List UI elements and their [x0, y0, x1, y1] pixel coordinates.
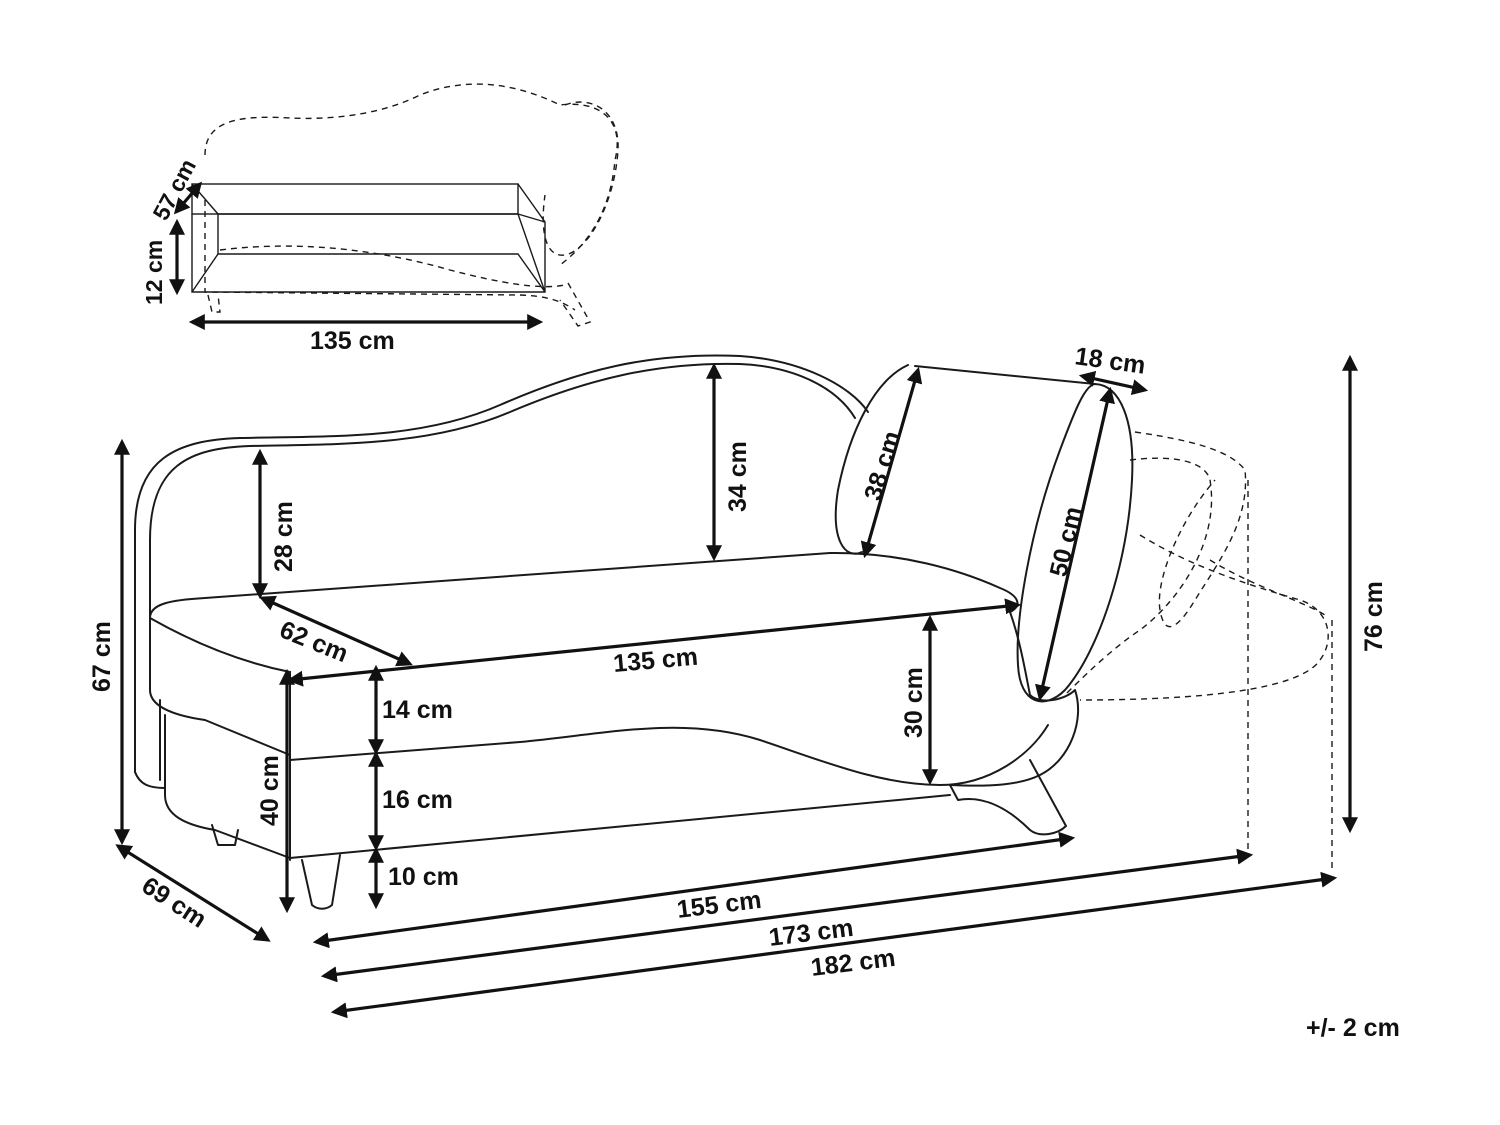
seat-body-wave: [289, 724, 1049, 786]
height-67-label: 67 cm: [88, 621, 116, 692]
backrest-high-label: 34 cm: [724, 441, 752, 512]
pillow-thickness-arrow: [1078, 370, 1149, 396]
storage-ghost-backrest: [204, 83, 618, 266]
seat-total-height-label: 40 cm: [256, 755, 284, 826]
storage-ghost-base: [204, 200, 576, 311]
pillow-thickness-label: 18 cm: [1073, 342, 1147, 380]
pillow-width-arrow: [860, 366, 923, 559]
storage-box-top: [191, 183, 519, 215]
storage-ghost-leg-left: [207, 294, 221, 313]
storage-ghost-leg: [559, 282, 592, 327]
base-height-label: 16 cm: [382, 786, 453, 814]
ghost-scroll-extended: [1064, 457, 1329, 701]
tolerance-note: +/- 2 cm: [1306, 1014, 1400, 1042]
seat-length-label: 135 cm: [612, 643, 699, 678]
leg-height-label: 10 cm: [388, 863, 459, 891]
sofa-back-outer: [134, 354, 869, 773]
pillow-width-label: 38 cm: [859, 428, 907, 504]
storage-depth-arrow: [173, 181, 203, 215]
storage-height-label: 12 cm: [141, 240, 167, 305]
sofa-right-scroll: [949, 611, 1080, 787]
sofa-front-leg: [301, 854, 341, 910]
backrest-low-label: 28 cm: [270, 501, 298, 572]
sofa-left-leg: [211, 824, 239, 846]
height-76-label: 76 cm: [1360, 581, 1388, 652]
pillow-length-label: 50 cm: [1045, 504, 1088, 579]
sofa-back-inner: [149, 362, 856, 609]
depth-69-arrow: [115, 844, 271, 942]
storage-inset: [191, 83, 619, 327]
seat-cushion-top: [149, 551, 1019, 619]
storage-ghost-pillow: [542, 101, 619, 256]
bolster-pillow: [834, 364, 1134, 703]
cushion-height-label: 14 cm: [382, 696, 453, 724]
pillow-length-arrow: [1035, 386, 1115, 702]
seat-depth-label: 62 cm: [276, 616, 352, 669]
sofa-base-lower: [164, 714, 951, 859]
sofa-right-leg: [949, 759, 1067, 836]
storage-box-front: [191, 183, 546, 293]
ghost-pillow-raised: [1134, 431, 1247, 628]
length-182-label: 182 cm: [809, 944, 897, 982]
seat-length-arrow: [286, 598, 1022, 687]
storage-box-inner: [191, 183, 546, 223]
seat-height-label: 30 cm: [900, 667, 928, 738]
storage-ghost-curve: [219, 245, 566, 288]
storage-length-label: 135 cm: [310, 327, 395, 355]
main-dimensions: [114, 354, 1358, 1019]
extended-ghost-outline: [1064, 431, 1333, 870]
length-173-label: 173 cm: [767, 914, 855, 952]
seat-cushion-front: [149, 617, 291, 756]
dimension-labels: 28 cm 34 cm 38 cm 18 cm 50 cm 62 cm 135 …: [88, 342, 1400, 1042]
ghost-extension-lines: [1247, 480, 1333, 870]
length-173-arrow: [320, 848, 1254, 983]
length-182-arrow: [330, 871, 1338, 1019]
